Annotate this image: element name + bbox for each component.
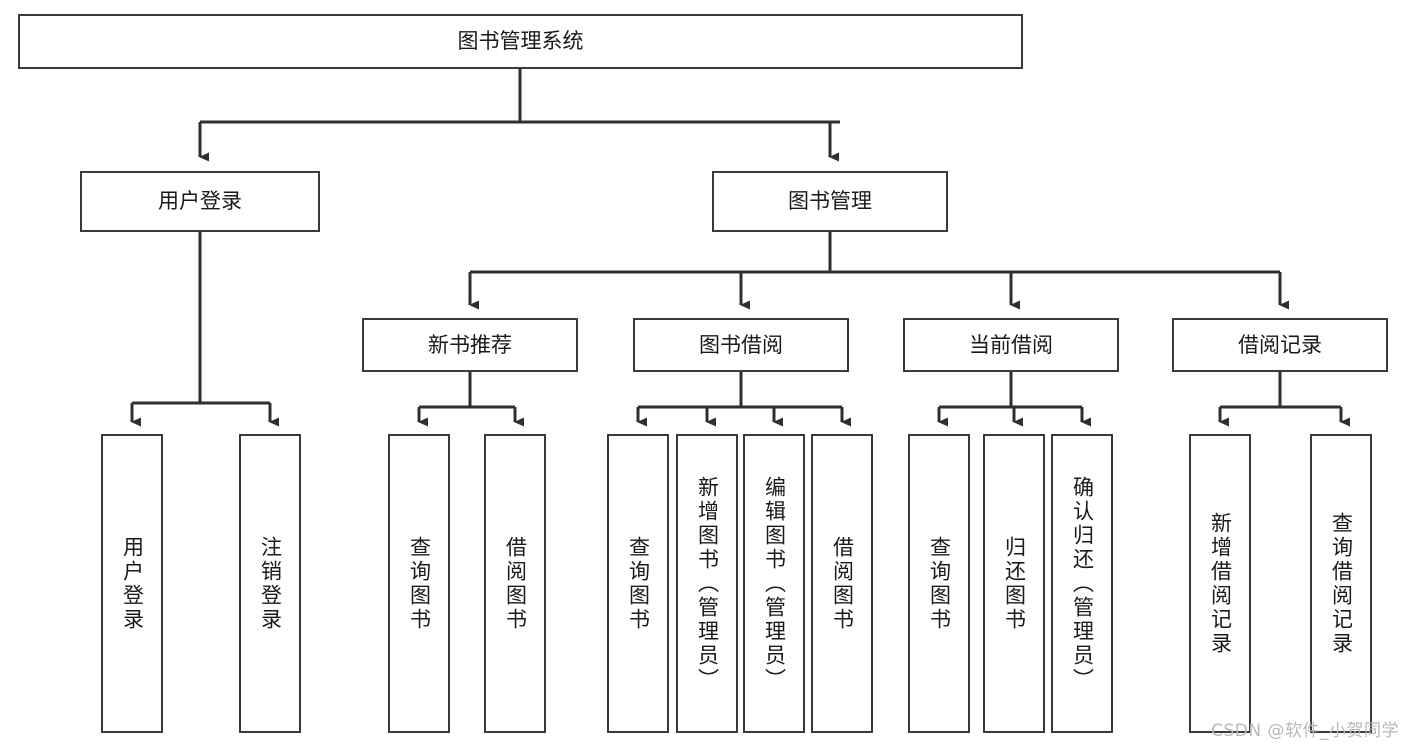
node-leaf-query-book-2-label: 查询图书 bbox=[626, 535, 651, 632]
node-leaf-query-book-1[interactable]: 查询图书 bbox=[388, 434, 450, 733]
node-leaf-query-record-label: 查询借阅记录 bbox=[1329, 511, 1354, 656]
node-leaf-edit-book[interactable]: 编辑图书（管理员） bbox=[743, 434, 805, 733]
node-current-borrow[interactable]: 当前借阅 bbox=[903, 318, 1119, 372]
node-book-borrow-label: 图书借阅 bbox=[699, 332, 783, 357]
node-leaf-edit-book-label: 编辑图书（管理员） bbox=[762, 475, 787, 692]
node-borrow-record[interactable]: 借阅记录 bbox=[1172, 318, 1388, 372]
node-leaf-borrow-book-2-label: 借阅图书 bbox=[830, 535, 855, 632]
node-leaf-user-login-label: 用户登录 bbox=[120, 535, 145, 632]
node-leaf-add-book[interactable]: 新增图书（管理员） bbox=[676, 434, 738, 733]
node-leaf-add-record-label: 新增借阅记录 bbox=[1208, 511, 1233, 656]
node-borrow-record-label: 借阅记录 bbox=[1238, 332, 1322, 357]
node-leaf-add-book-label: 新增图书（管理员） bbox=[695, 475, 720, 692]
node-leaf-borrow-book-2[interactable]: 借阅图书 bbox=[811, 434, 873, 733]
node-leaf-query-book-2[interactable]: 查询图书 bbox=[607, 434, 669, 733]
node-book-manage[interactable]: 图书管理 bbox=[712, 171, 948, 232]
node-book-borrow[interactable]: 图书借阅 bbox=[633, 318, 849, 372]
watermark-text: CSDN @软件_小贺同学 bbox=[1211, 721, 1399, 741]
node-leaf-query-book-3-label: 查询图书 bbox=[927, 535, 952, 632]
node-current-borrow-label: 当前借阅 bbox=[969, 332, 1053, 357]
node-leaf-query-book-3[interactable]: 查询图书 bbox=[908, 434, 970, 733]
node-leaf-return-book[interactable]: 归还图书 bbox=[983, 434, 1045, 733]
node-root-label: 图书管理系统 bbox=[457, 29, 584, 54]
node-leaf-confirm-return[interactable]: 确认归还（管理员） bbox=[1051, 434, 1113, 733]
node-user-login-label: 用户登录 bbox=[158, 189, 242, 214]
node-leaf-user-login[interactable]: 用户登录 bbox=[101, 434, 163, 733]
node-leaf-logout[interactable]: 注销登录 bbox=[239, 434, 301, 733]
node-book-manage-label: 图书管理 bbox=[788, 189, 872, 214]
node-leaf-confirm-return-label: 确认归还（管理员） bbox=[1070, 475, 1095, 692]
node-leaf-add-record[interactable]: 新增借阅记录 bbox=[1189, 434, 1251, 733]
node-leaf-return-book-label: 归还图书 bbox=[1002, 535, 1027, 632]
node-new-book-recommend-label: 新书推荐 bbox=[428, 332, 512, 357]
node-leaf-query-record[interactable]: 查询借阅记录 bbox=[1310, 434, 1372, 733]
node-leaf-logout-label: 注销登录 bbox=[258, 535, 283, 632]
node-leaf-borrow-book-1[interactable]: 借阅图书 bbox=[484, 434, 546, 733]
node-leaf-borrow-book-1-label: 借阅图书 bbox=[503, 535, 528, 632]
node-user-login[interactable]: 用户登录 bbox=[80, 171, 320, 232]
node-new-book-recommend[interactable]: 新书推荐 bbox=[362, 318, 578, 372]
node-leaf-query-book-1-label: 查询图书 bbox=[407, 535, 432, 632]
node-root[interactable]: 图书管理系统 bbox=[18, 14, 1023, 69]
